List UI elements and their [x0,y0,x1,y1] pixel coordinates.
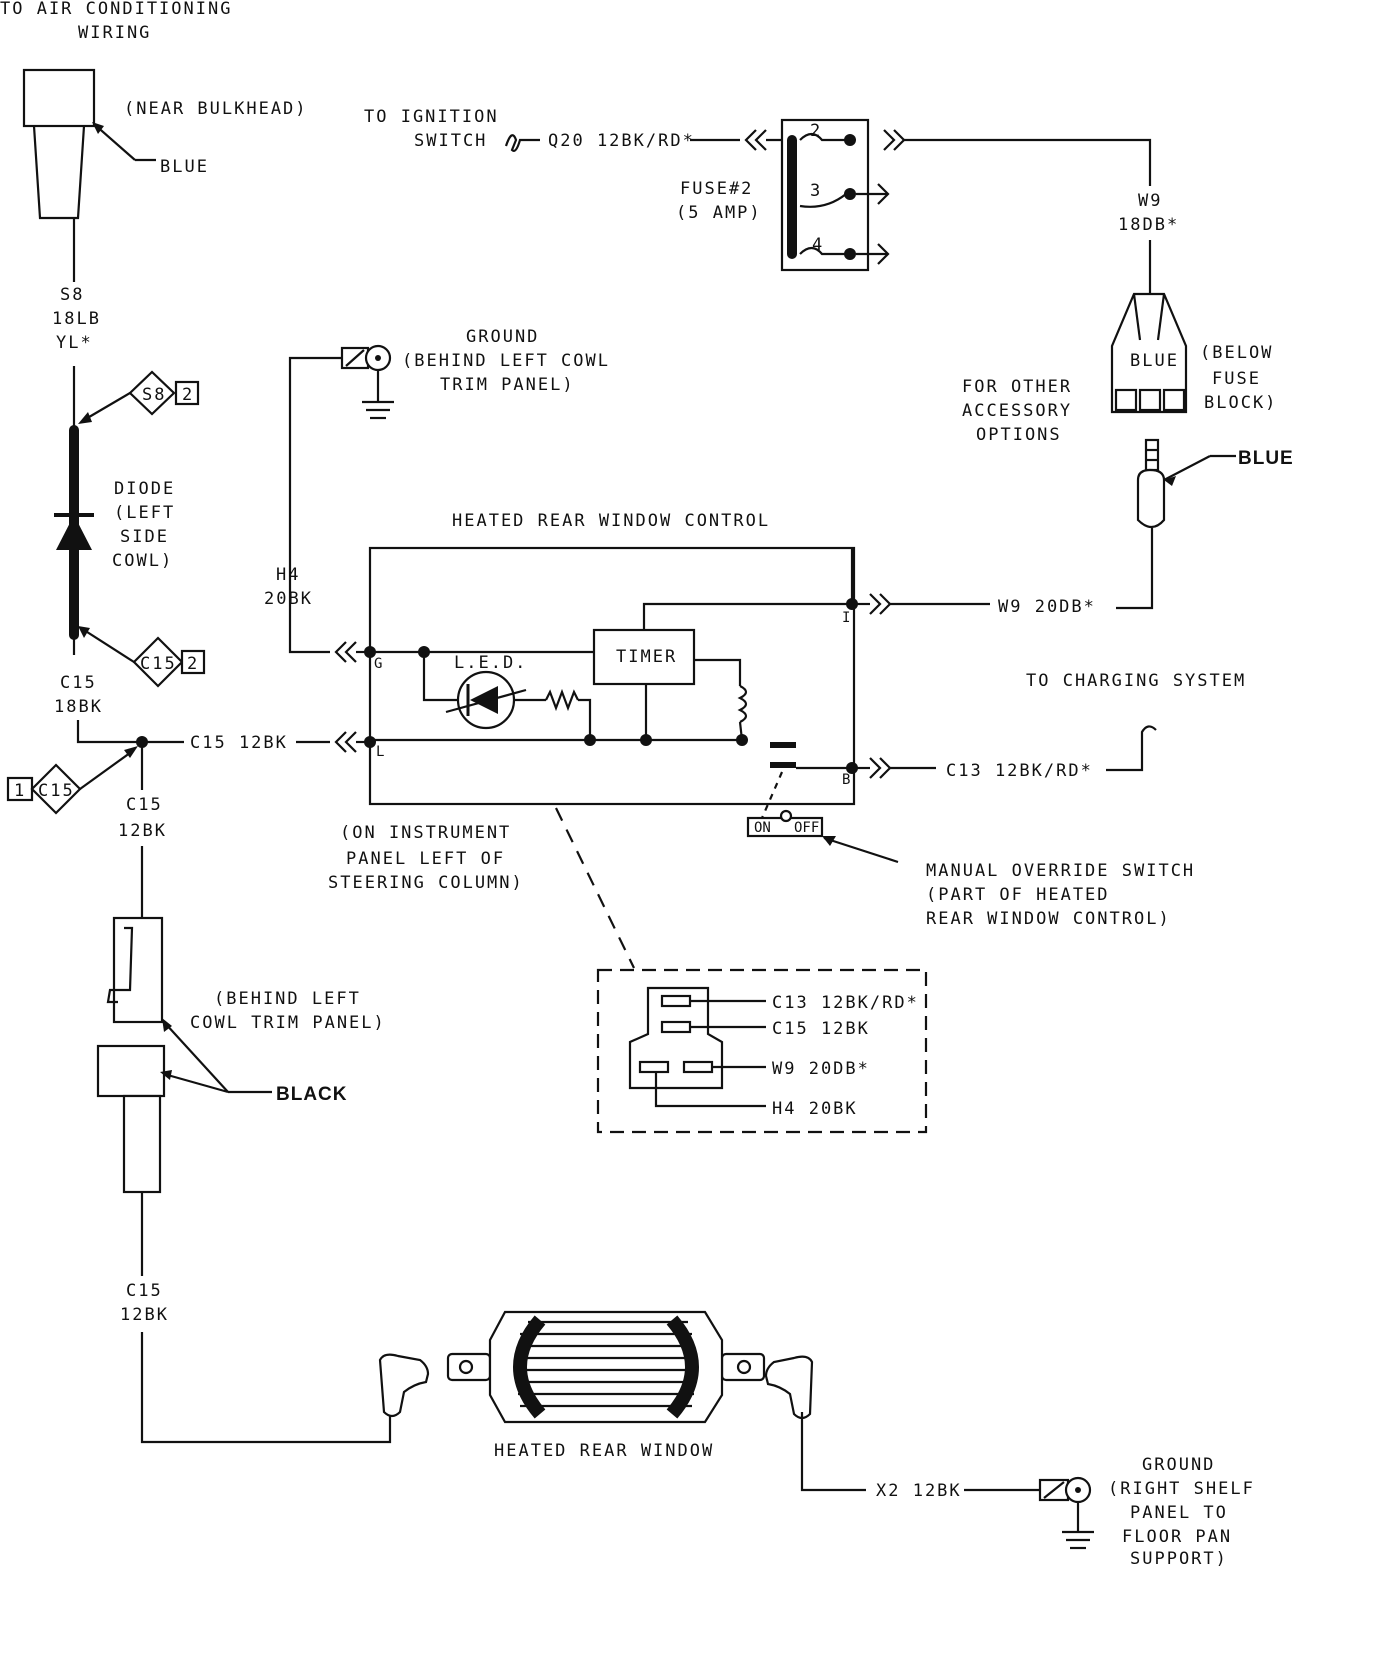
connector-w9-label: W9 20DB* [772,1059,870,1079]
blue-fuse-connector [1110,292,1188,414]
blue-pointer-top [92,122,156,162]
manual-override-label-2: (PART OF HEATED [926,885,1110,905]
diode-label-4: COWL) [112,551,173,571]
below-fuse-label-1: (BELOW [1200,343,1273,363]
below-fuse-label-3: BLOCK) [1204,393,1277,413]
instrument-panel-label-2: PANEL LEFT OF [346,849,505,869]
ground-top-label-2: (BEHIND LEFT COWL [402,351,610,371]
h4-wire-label-1: H4 [276,565,300,585]
blue-label-top: BLUE [160,157,209,177]
s8-flag-number: 2 [182,385,194,405]
w9-20db-wire-label: W9 20DB* [998,597,1096,617]
fuse-label-1: FUSE#2 [680,179,753,199]
c15-12bk-label-b2: 12BK [120,1305,169,1325]
diode-label-3: SIDE [120,527,169,547]
black-pointer [160,1018,272,1094]
connector-c15-label: C15 12BK [772,1019,870,1039]
ground-bottom-label-5: SUPPORT) [1130,1549,1228,1569]
pin-b-label: B [842,772,850,788]
c15-flag-lower [6,746,138,815]
connector-face-detail [596,968,928,1134]
x2-wire-label: X2 12BK [876,1481,962,1501]
fuse-pin-4: 4 [812,235,824,255]
ground-top-label-1: GROUND [466,327,539,347]
diode-label-1: DIODE [114,479,175,499]
s8-wire-label-3: YL* [56,333,93,353]
w9-18db-label-2: 18DB* [1118,215,1179,235]
hrwc-title: HEATED REAR WINDOW CONTROL [452,511,770,531]
ignition-label-2: SWITCH [414,131,487,151]
c15-12bk-label-b1: C15 [126,1281,163,1301]
heated-rear-window-element [446,1310,766,1424]
ground-bottom-label-3: PANEL TO [1130,1503,1228,1523]
c15-12bk-label-a2: 12BK [118,821,167,841]
s8-flag-label: S8 [142,385,166,405]
q20-wire-label: Q20 12BK/RD* [548,131,695,151]
connector-c13-label: C13 12BK/RD* [772,993,919,1013]
other-accessory-label-1: FOR OTHER [962,377,1072,397]
ac-label-line1: TO AIR CONDITIONING [0,0,232,19]
below-fuse-label-2: FUSE [1212,369,1261,389]
c15-18bk-label-2: 18BK [54,697,103,717]
ground-symbol-top [288,344,394,654]
pin-g-label: G [374,656,382,672]
black-connector [96,916,166,1194]
manual-override-switch [746,771,899,864]
fuse-pin-2: 2 [810,121,822,141]
c15-flag-lower-number: 1 [14,781,26,801]
ground-symbol-bottom [1038,1476,1094,1550]
manual-override-label-1: MANUAL OVERRIDE SWITCH [926,861,1195,881]
c15-12bk-label-a1: C15 [126,795,163,815]
instrument-panel-label-3: STEERING COLUMN) [328,873,524,893]
ground-bottom-label-2: (RIGHT SHELF [1108,1479,1255,1499]
ignition-label-1: TO IGNITION [364,107,499,127]
c15-18bk-label-1: C15 [60,673,97,693]
w9-18db-label-1: W9 [1138,191,1162,211]
ac-connector [22,68,96,282]
c15-flag-lower-label: C15 [38,781,75,801]
switch-on-label: ON [754,820,771,836]
h4-wire-label-2: 20BK [264,589,313,609]
s8-flag [78,370,200,424]
s8-wire-label-2: 18LB [52,309,101,329]
manual-override-label-3: REAR WINDOW CONTROL) [926,909,1171,929]
other-accessory-label-3: OPTIONS [976,425,1062,445]
behind-cowl-label-1: (BEHIND LEFT [214,989,361,1009]
diode-label-2: (LEFT [114,503,175,523]
timer-label: TIMER [616,647,677,667]
c13-wire-label: C13 12BK/RD* [946,761,1093,781]
fuse-label-2: (5 AMP) [676,203,762,223]
fuse-block [780,118,906,272]
black-label: BLACK [276,1084,348,1105]
heated-rear-window-label: HEATED REAR WINDOW [494,1441,714,1461]
to-charging-label: TO CHARGING SYSTEM [1026,671,1246,691]
pin-i-label: I [842,610,850,626]
s8-wire-label-1: S8 [60,285,84,305]
ac-label-line2: WIRING [78,23,151,43]
led-label: L.E.D. [454,653,527,673]
hrwc-module [334,546,892,806]
rear-window-left-clip [378,1353,430,1418]
c15-flag-upper-number: 2 [187,654,199,674]
pin-l-label: L [376,744,384,760]
other-accessory-label-2: ACCESSORY [962,401,1072,421]
c15-flag-upper [78,626,206,688]
blue-right-label: BLUE [1238,448,1294,469]
connector-h4-label: H4 20BK [772,1099,858,1119]
ground-bottom-label-1: GROUND [1142,1455,1215,1475]
instrument-panel-label-1: (ON INSTRUMENT [340,823,511,843]
ground-bottom-label-4: FLOOR PAN [1122,1527,1232,1547]
behind-cowl-label-2: COWL TRIM PANEL) [190,1013,386,1033]
ground-top-label-3: TRIM PANEL) [440,375,575,395]
diode [54,425,94,640]
rear-window-right-clip [764,1355,814,1420]
switch-off-label: OFF [794,820,819,836]
blue-connector-label: BLUE [1130,351,1179,371]
c15-flag-upper-label: C15 [140,654,177,674]
blue-bullet-connector [1136,438,1236,529]
c15-wire-mid-label: C15 12BK [190,733,288,753]
near-bulkhead-label: (NEAR BULKHEAD) [124,99,308,119]
fuse-pin-3: 3 [810,181,822,201]
